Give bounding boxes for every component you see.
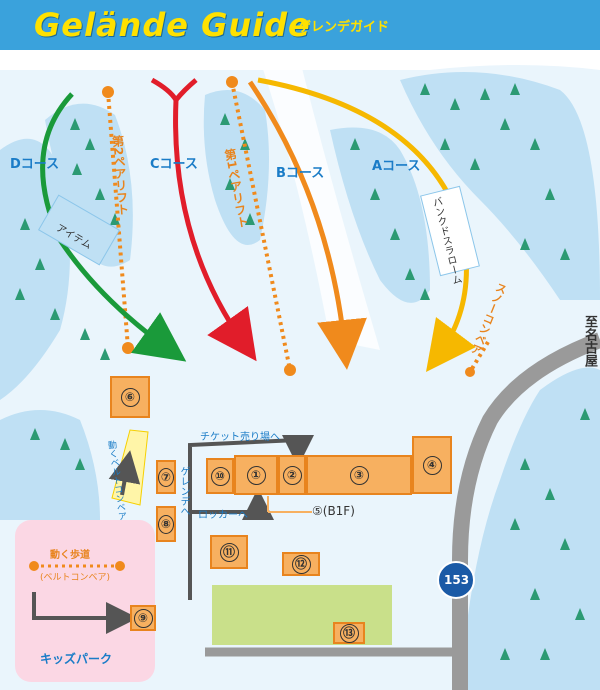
route-153-shield <box>437 561 475 599</box>
facility-13[interactable]: ⑬ <box>333 622 365 644</box>
facility-4[interactable]: ④ <box>412 436 452 494</box>
moving-walkway-label: 動く歩道 <box>50 550 90 561</box>
gelande-walkway-label: ゲレンデへ <box>178 466 189 516</box>
facility-3[interactable]: ③ <box>306 455 412 495</box>
course-d-label: Dコース <box>10 157 60 172</box>
forest-left <box>0 138 70 400</box>
parking-field <box>212 585 392 645</box>
lift-2-line <box>106 91 130 349</box>
to-locker-label: ロッカーへ <box>198 510 248 521</box>
kids-park-area <box>15 520 155 682</box>
facility-10[interactable]: ⑩ <box>206 458 234 494</box>
title-bar: Gelände Guide ゲレンデガイド <box>0 0 600 50</box>
forest-lower-left <box>0 410 100 520</box>
forest-lower-right <box>460 367 600 690</box>
course-b-label: Bコース <box>276 166 325 181</box>
forest-right <box>400 72 600 300</box>
facility-11[interactable]: ⑪ <box>210 535 248 569</box>
facility-12[interactable]: ⑫ <box>282 552 320 576</box>
tree-cluster <box>15 83 590 660</box>
course-c-label: Cコース <box>150 157 198 172</box>
road-route-153 <box>452 332 600 690</box>
course-c-line <box>173 99 257 362</box>
facility-9[interactable]: ⑨ <box>130 605 156 631</box>
course-a-label: Aコース <box>372 159 421 174</box>
facility-8[interactable]: ⑧ <box>156 506 176 542</box>
facility-2[interactable]: ② <box>278 455 306 495</box>
forest-a <box>330 127 430 303</box>
belt-conveyor-sub-label: (ベルトコンベア) <box>40 573 111 583</box>
map-title: Gelände Guide <box>34 6 311 44</box>
to-ticket-office-label: チケット売り場へ <box>200 432 280 443</box>
course-b-line <box>247 80 367 370</box>
facility-7[interactable]: ⑦ <box>156 460 176 494</box>
forest-b <box>203 90 269 245</box>
to-nagoya-label: 至名古屋 <box>582 315 597 367</box>
route-number: 153 <box>444 573 470 587</box>
facility-1[interactable]: ① <box>234 455 278 495</box>
facility-6[interactable]: ⑥ <box>110 376 150 418</box>
map-subtitle: ゲレンデガイド <box>298 20 390 35</box>
kids-park-label: キッズパーク <box>40 652 113 666</box>
facility-5-label: ⑤(B1F) <box>312 504 355 518</box>
